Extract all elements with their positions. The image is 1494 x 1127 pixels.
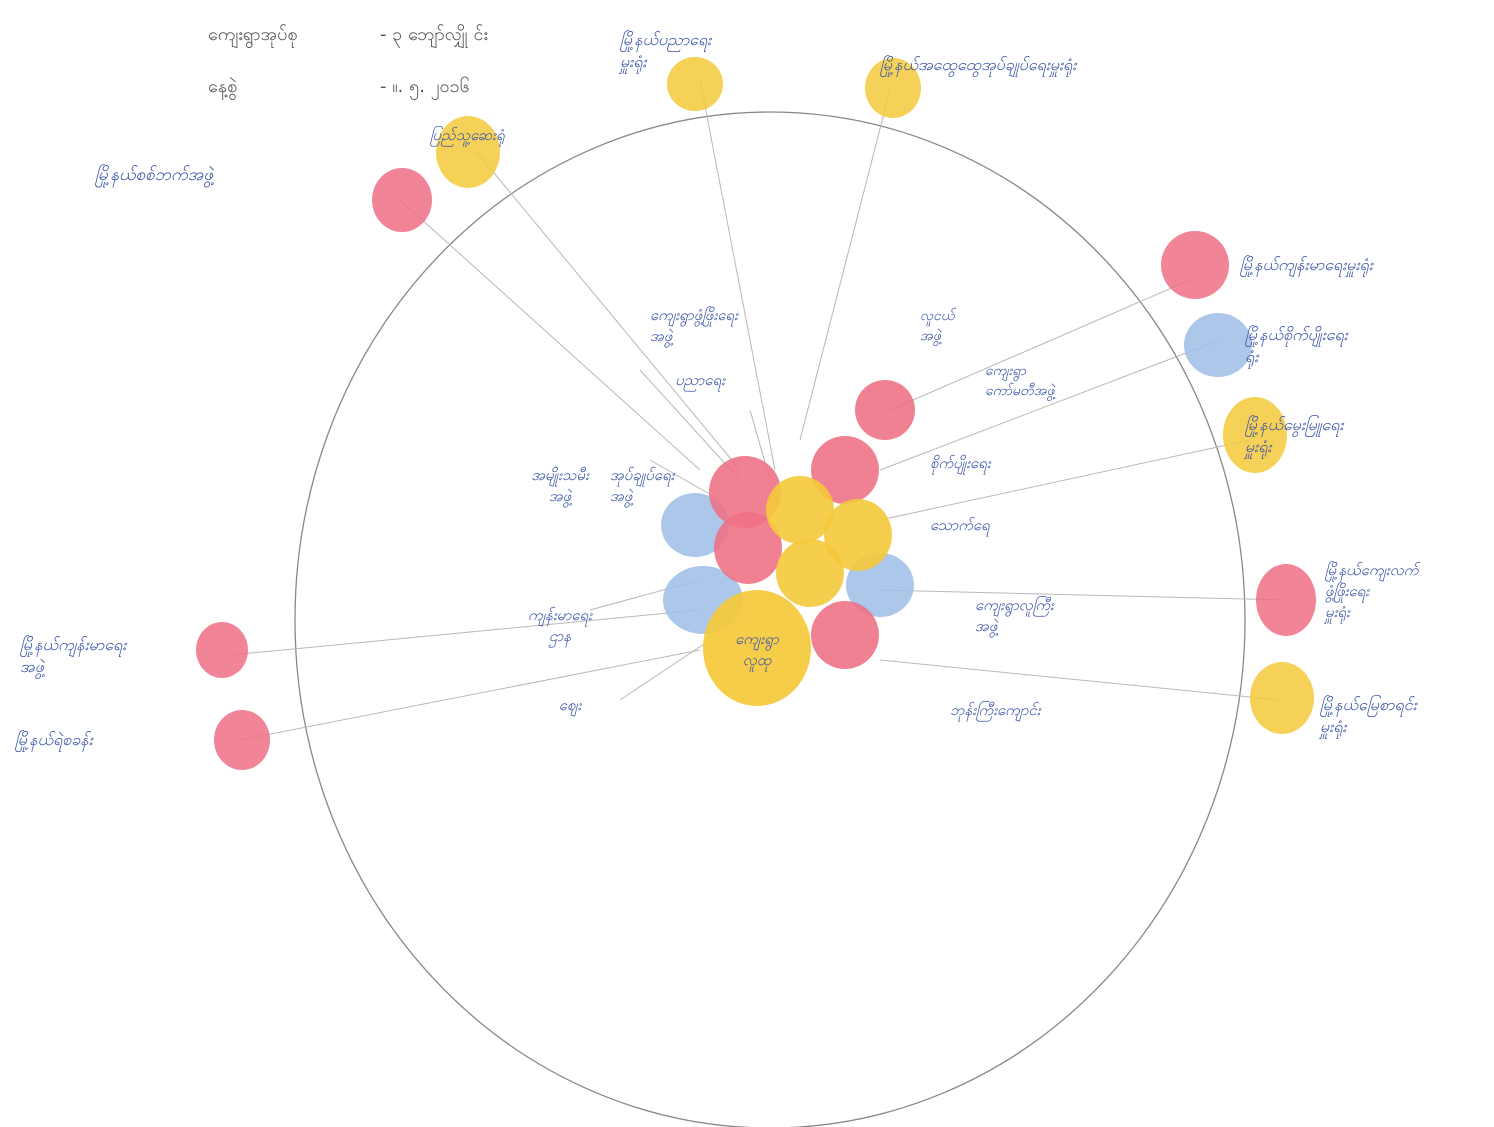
label-outer-top-3-line-0: ပြည်သူ့ဆေးရုံ	[430, 126, 505, 147]
connector-line	[889, 279, 1191, 411]
outer-circle-yellow	[667, 57, 723, 111]
connector-line	[229, 609, 701, 656]
label-outer-right-5-line-0: မြို့နယ်မြေစာရင်း	[1320, 695, 1418, 718]
center-label-line2: လူထု	[743, 651, 773, 672]
date-value: - ။. ၅. ၂၀၁၆	[380, 76, 470, 97]
label-outer-right-3-line-1: မှူးရုံး	[1243, 437, 1272, 460]
label-inner-elders-line-1: အဖွဲ့	[975, 617, 999, 638]
label-inner-education-line-0: ပညာရေး	[675, 371, 726, 392]
label-inner-health-line-1: ဌာန	[548, 627, 571, 648]
inner-circle-red	[714, 512, 782, 584]
connector-lines	[229, 79, 1286, 741]
inner-circle-red	[855, 380, 915, 440]
label-outer-right-2-line-0: မြို့နယ်စိုက်ပျိုးရေး	[1245, 325, 1349, 348]
label-inner-admin-line-0: အုပ်ချုပ်ရေး	[610, 466, 676, 487]
inner-circle-red	[811, 601, 879, 669]
label-inner-market-line-0: ဈေး	[559, 696, 583, 717]
label-inner-health-line-0: ကျန်းမာရေး	[528, 606, 593, 627]
label-outer-right-4-line-1: ဖွံ့ဖြိုးရေး	[1325, 582, 1371, 603]
outer-circle-blue	[1184, 313, 1252, 377]
outer-circle-yellow	[1223, 397, 1287, 473]
center-label-line1: ကျေးရွာ	[735, 630, 780, 651]
inner-labels: ကျန်းမာရေးဌာနပညာရေးအုပ်ချုပ်ရေးအဖွဲ့ကျေး…	[528, 306, 1056, 722]
label-outer-left-2-line-0: မြို့နယ်ရဲစခန်း	[15, 730, 94, 753]
connector-line	[639, 369, 741, 481]
label-outer-left-1-line-1: အဖွဲ့	[20, 657, 45, 680]
label-inner-youth-line-1: အဖွဲ့	[920, 328, 942, 347]
connector-line	[239, 649, 701, 741]
label-outer-top-1-line-1: မှူးရုံး	[618, 52, 647, 75]
date-label: နေ့စွဲ	[208, 76, 238, 97]
label-outer-right-1-line-0: မြို့နယ်ကျန်းမာရေးမှူးရုံး	[1240, 255, 1374, 278]
label-inner-dev-line-0: ကျေးရွာဖွံ့ဖြိုးရေး	[650, 306, 739, 327]
label-outer-right-4-line-2: မှူးရုံး	[1324, 603, 1351, 624]
village-tract-value: - ၃ ဘျော်လျှို င်း	[380, 24, 488, 45]
label-inner-monastery-line-0: ဘုန်းကြီးကျောင်း	[950, 701, 1042, 722]
label-inner-agri-line-0: စိုက်ပျိုးရေး	[930, 454, 992, 475]
connector-line	[699, 79, 776, 471]
connector-line	[879, 589, 1286, 601]
outer-circle-yellow	[865, 58, 921, 118]
label-inner-elders-line-0: ကျေးရွာလူကြီး	[975, 596, 1055, 617]
connector-line	[799, 89, 891, 441]
label-outer-right-5-line-1: မှူးရုံး	[1318, 717, 1347, 740]
inner-circle-red	[811, 436, 879, 504]
community-boundary-circle	[294, 111, 1246, 1127]
outer-circles	[196, 57, 1316, 770]
connector-line	[619, 639, 711, 701]
label-outer-right-3-line-0: မြို့နယ်မွေးမြူရေး	[1245, 415, 1344, 438]
outer-circle-red	[196, 622, 248, 678]
label-outer-top-1-line-0: မြို့နယ်ပညာရေး	[620, 30, 712, 53]
label-inner-dev-line-1: အဖွဲ့	[650, 327, 674, 348]
center-circle-village	[703, 590, 811, 706]
outer-circle-yellow	[436, 116, 500, 188]
label-inner-committee-line-0: ကျေးရွာ	[985, 363, 1026, 382]
inner-circle-red	[709, 456, 781, 528]
label-outer-right-2-line-1: ရုံး	[1245, 347, 1259, 370]
label-inner-youth-line-0: လူငယ်	[920, 307, 957, 327]
inner-circle-blue	[661, 493, 729, 557]
label-outer-top-left-line-0: မြို့နယ်စစ်ဘက်အဖွဲ့	[95, 164, 215, 188]
label-inner-women-line-0: အမျိုးသမီး	[531, 466, 590, 487]
label-outer-left-1-line-0: မြို့နယ်ကျန်းမာရေး	[20, 635, 127, 658]
connector-line	[474, 149, 741, 471]
outer-labels: မြို့နယ်ပညာရေးမှူးရုံးမြို့နယ်အထွေထွေအုပ…	[15, 30, 1421, 753]
inner-circle-yellow	[776, 539, 844, 607]
label-inner-admin-line-1: အဖွဲ့	[610, 487, 634, 508]
outer-circle-yellow	[1250, 662, 1314, 734]
outer-circle-red	[214, 710, 270, 770]
inner-circle-yellow	[824, 499, 892, 571]
label-outer-top-2-line-0: မြို့နယ်အထွေထွေအုပ်ချုပ်ရေးမှူးရုံး	[880, 55, 1077, 78]
village-tract-label: ကျေးရွာအုပ်စု	[208, 24, 298, 45]
inner-circles	[661, 380, 915, 706]
label-inner-water-line-0: သောက်ရေ	[930, 516, 990, 537]
connector-line	[649, 459, 721, 501]
label-inner-women-line-1: အဖွဲ့	[549, 487, 573, 508]
label-inner-committee-line-1: ကော်မတီအဖွဲ့	[985, 382, 1056, 402]
outer-circle-red	[1256, 564, 1316, 636]
connector-line	[879, 439, 1251, 521]
connector-line	[879, 659, 1281, 701]
outer-circle-red	[372, 168, 432, 232]
outer-circle-red	[1161, 231, 1229, 299]
inner-circle-yellow	[766, 476, 834, 544]
label-outer-right-4-line-0: မြို့နယ်ကျေးလက်	[1325, 561, 1421, 582]
connector-line	[399, 199, 701, 471]
connector-line	[879, 339, 1221, 471]
